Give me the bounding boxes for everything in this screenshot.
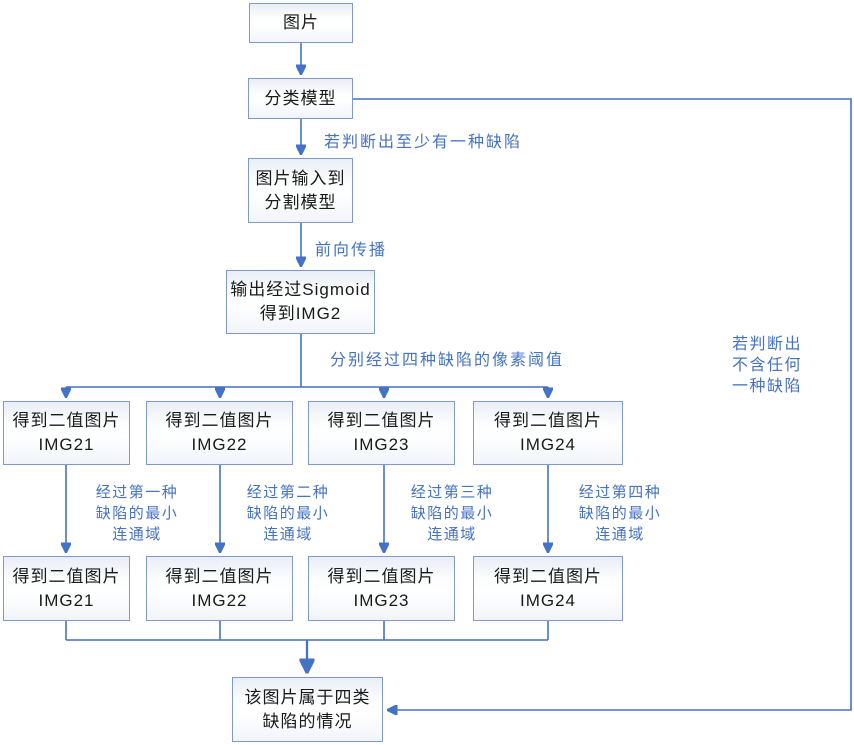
node-binary-row2-img22: 得到二值图片 IMG22 <box>146 556 293 621</box>
node-binary-row1-img24: 得到二值图片 IMG24 <box>473 401 623 465</box>
edge-bypass-no-defect <box>353 98 852 710</box>
node-binary-row2-img23: 得到二值图片 IMG23 <box>308 556 455 621</box>
label-at-least-one-defect: 若判断出至少有一种缺陷 <box>324 134 523 151</box>
node-final-result: 该图片属于四类 缺陷的情况 <box>232 677 383 742</box>
label-min-connected-3: 经过第三种 缺陷的最小 连通域 <box>410 484 494 543</box>
label-no-defect: 若判断出不含任何 一种缺陷 <box>731 336 802 395</box>
node-image: 图片 <box>249 3 353 43</box>
node-binary-row1-img22: 得到二值图片 IMG22 <box>146 401 293 465</box>
node-binary-row2-img24: 得到二值图片 IMG24 <box>473 556 623 621</box>
label-min-connected-1: 经过第一种 缺陷的最小 连通域 <box>95 484 179 543</box>
label-min-connected-2: 经过第二种 缺陷的最小 连通域 <box>246 484 330 543</box>
node-sigmoid-output: 输出经过Sigmoid 得到IMG2 <box>226 270 375 334</box>
label-min-connected-4: 经过第四种 缺陷的最小 连通域 <box>578 484 662 543</box>
node-seg-input: 图片输入到 分割模型 <box>248 158 353 223</box>
label-four-thresholds: 分别经过四种缺陷的像素阈值 <box>330 352 565 369</box>
node-binary-row1-img23: 得到二值图片 IMG23 <box>308 401 455 465</box>
node-binary-row2-img21: 得到二值图片 IMG21 <box>3 556 130 621</box>
node-classifier: 分类模型 <box>248 78 353 119</box>
label-forward-propagation: 前向传播 <box>315 242 388 259</box>
node-binary-row1-img21: 得到二值图片 IMG21 <box>3 401 130 465</box>
